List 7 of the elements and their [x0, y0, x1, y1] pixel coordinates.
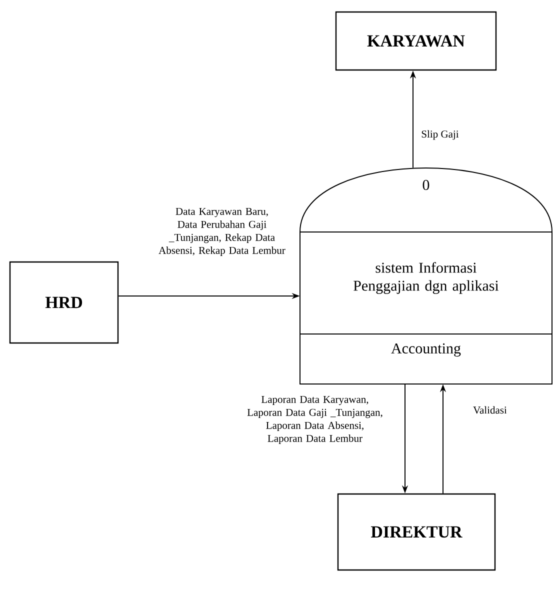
- edge-label: Validasi: [473, 406, 507, 414]
- entity-box: DIREKTUR: [337, 493, 496, 571]
- edge-label: Slip Gaji: [422, 130, 459, 140]
- entity-box: KARYAWAN: [335, 11, 497, 71]
- edge-label: Laporan Data Karyawan, Laporan Data Gaji _Tunjangan, Laporan Data Absensi, Laporan Data Lembur: [247, 396, 382, 444]
- edge-label: Data Karyawan Baru, Data Perubahan Gaji _Tunjangan, Rekap Data Absensi, Rekap Data Lembur: [158, 208, 286, 256]
- entity-box: HRD: [9, 261, 119, 344]
